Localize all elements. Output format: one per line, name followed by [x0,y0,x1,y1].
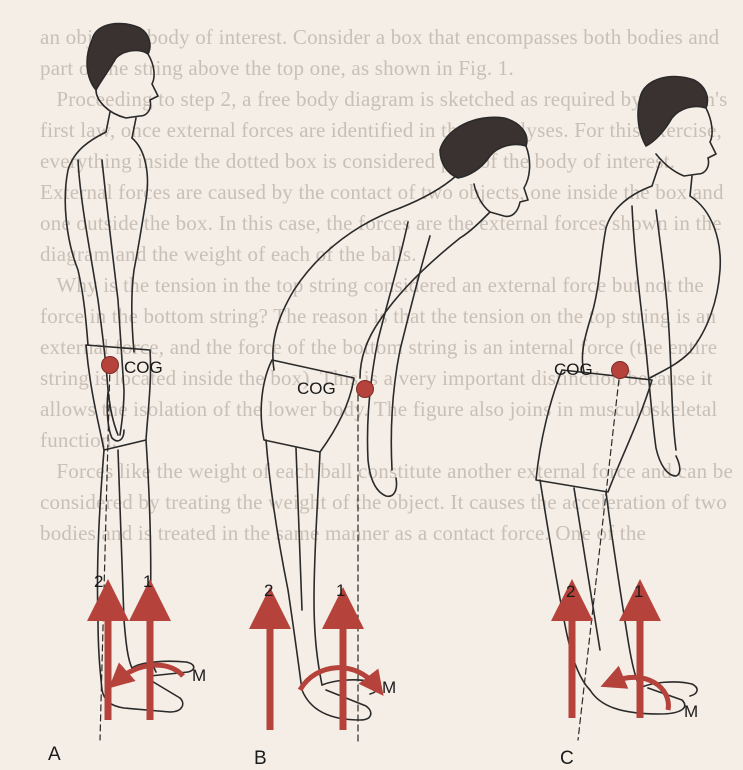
figure-b-arrow-2-label: 2 [264,581,273,601]
figure-b-cog-label: COG [297,379,336,399]
figure-a-cog-dot [102,357,119,374]
figure-c-arm [632,206,680,476]
figure-b-shorts [261,360,354,452]
figure-c-feet [590,682,697,714]
figure-a-moment-label: M [192,666,206,686]
figure-c-shorts [536,370,652,492]
figure-c-arrow-1-label: 1 [634,582,643,602]
figure-b-cog-dot [357,381,374,398]
figure-a-arrow-2-label: 2 [94,572,103,592]
figure-b-torso [273,208,460,378]
figure-c [536,77,720,740]
figure-b-arrow-1-label: 1 [336,581,345,601]
figure-b-moment-label: M [382,678,396,698]
figure-a [65,24,194,740]
figure-a-cog-label: COG [124,358,163,378]
figure-c-cog-dot [612,362,629,379]
figure-a-letter: A [48,744,61,766]
figure-a-arm [78,160,124,441]
figure-c-moment-label: M [684,702,698,722]
figure-c-cog-label: COG [554,360,593,380]
figure-b [261,117,529,742]
figure-a-hair [87,24,150,90]
figure-c-legs [540,480,640,690]
figure-b-legs [266,440,322,690]
figure-c-arrow-2-label: 2 [566,582,575,602]
figure-b-letter: B [254,748,267,770]
figure-b-arm [367,222,430,496]
figure-b-moment-arc [300,668,376,690]
figure-c-hair [638,77,708,146]
figure-c-letter: C [560,748,574,770]
figure-a-arrow-1-label: 1 [143,572,152,592]
figure-b-hair [440,117,527,178]
figure-c-torso [582,186,720,378]
